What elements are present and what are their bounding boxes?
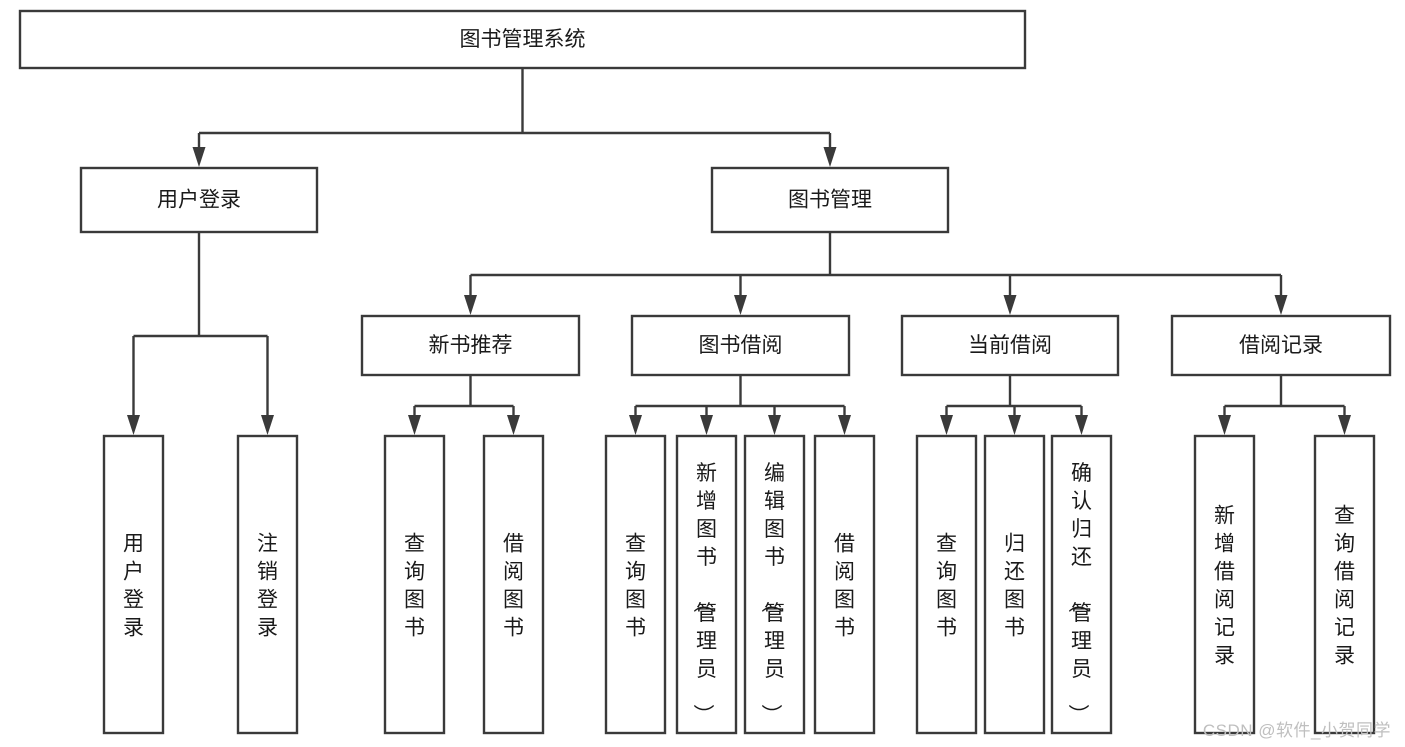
- node-box[interactable]: [813, 434, 876, 735]
- node-label: 当前借阅: [968, 334, 1052, 357]
- node-box[interactable]: [18, 9, 1027, 70]
- node-label: 归还图书: [1004, 532, 1025, 639]
- node-box[interactable]: [675, 434, 738, 735]
- node-label: 查询图书: [625, 532, 646, 639]
- node-leaf-edit-book[interactable]: 编辑图书（管理员）: [743, 434, 806, 735]
- node-box[interactable]: [630, 314, 851, 377]
- node-box[interactable]: [710, 166, 950, 234]
- nodes-layer: 图书管理系统用户登录图书管理新书推荐图书借阅当前借阅借阅记录用户登录注销登录查询…: [18, 9, 1392, 735]
- node-leaf-borrow-book-1[interactable]: 借阅图书: [482, 434, 545, 735]
- node-label: 查询图书: [936, 532, 957, 639]
- node-leaf-confirm-return[interactable]: 确认归还（管理员）: [1050, 434, 1113, 735]
- arrow-head-icon: [261, 415, 274, 435]
- node-label: 借阅记录: [1239, 334, 1323, 357]
- node-label: 借阅图书: [834, 532, 855, 639]
- node-leaf-return-book[interactable]: 归还图书: [983, 434, 1046, 735]
- arrow-head-icon: [629, 415, 642, 435]
- arrow-head-icon: [1008, 415, 1021, 435]
- node-box[interactable]: [1050, 434, 1113, 735]
- node-leaf-user-login[interactable]: 用户登录: [102, 434, 165, 735]
- node-box[interactable]: [482, 434, 545, 735]
- arrow-head-icon: [940, 415, 953, 435]
- arrow-head-icon: [1003, 295, 1017, 315]
- node-leaf-query-book-1[interactable]: 查询图书: [383, 434, 446, 735]
- node-label: 图书管理: [788, 189, 872, 212]
- node-current-borrow[interactable]: 当前借阅: [900, 314, 1120, 377]
- node-label: 借阅图书: [503, 532, 524, 639]
- node-box[interactable]: [743, 434, 806, 735]
- node-leaf-logout[interactable]: 注销登录: [236, 434, 299, 735]
- arrow-head-icon: [734, 295, 747, 315]
- arrow-head-icon: [1075, 415, 1088, 435]
- node-root[interactable]: 图书管理系统: [18, 9, 1027, 70]
- node-box[interactable]: [1193, 434, 1256, 735]
- arrow-head-icon: [464, 295, 477, 315]
- node-book-borrow[interactable]: 图书借阅: [630, 314, 851, 377]
- arrow-head-icon: [838, 415, 851, 435]
- node-box[interactable]: [915, 434, 978, 735]
- arrow-head-icon: [507, 415, 520, 435]
- node-box[interactable]: [900, 314, 1120, 377]
- node-box[interactable]: [604, 434, 667, 735]
- arrow-head-icon: [1274, 295, 1288, 315]
- edges-layer: [127, 68, 1351, 435]
- node-label: 新增借阅记录: [1214, 504, 1235, 667]
- node-label: 查询图书: [404, 532, 425, 639]
- node-new-book-recommend[interactable]: 新书推荐: [360, 314, 581, 377]
- node-leaf-borrow-book-2[interactable]: 借阅图书: [813, 434, 876, 735]
- node-label: 确认归还（管理员）: [1066, 462, 1092, 725]
- node-box[interactable]: [360, 314, 581, 377]
- node-book-manage[interactable]: 图书管理: [710, 166, 950, 234]
- arrow-head-icon: [127, 415, 140, 435]
- node-label: 用户登录: [157, 189, 241, 212]
- node-label: 注销登录: [257, 532, 278, 639]
- node-label: 新增图书（管理员）: [691, 462, 717, 725]
- node-label: 图书管理系统: [460, 28, 586, 51]
- node-leaf-query-book-3[interactable]: 查询图书: [915, 434, 978, 735]
- node-box[interactable]: [1170, 314, 1392, 377]
- arrow-head-icon: [408, 415, 421, 435]
- node-label: 新书推荐: [429, 334, 513, 357]
- arrow-head-icon: [823, 147, 837, 167]
- node-leaf-add-book[interactable]: 新增图书（管理员）: [675, 434, 738, 735]
- node-label: 查询借阅记录: [1334, 504, 1355, 667]
- arrow-head-icon: [768, 415, 781, 435]
- arrow-head-icon: [1338, 415, 1351, 435]
- node-box[interactable]: [236, 434, 299, 735]
- node-label: 图书借阅: [699, 334, 783, 357]
- node-box[interactable]: [983, 434, 1046, 735]
- node-box[interactable]: [102, 434, 165, 735]
- node-box[interactable]: [79, 166, 319, 234]
- node-box[interactable]: [383, 434, 446, 735]
- node-borrow-record[interactable]: 借阅记录: [1170, 314, 1392, 377]
- node-user-login[interactable]: 用户登录: [79, 166, 319, 234]
- node-leaf-query-record[interactable]: 查询借阅记录: [1313, 434, 1376, 735]
- node-leaf-add-record[interactable]: 新增借阅记录: [1193, 434, 1256, 735]
- arrow-head-icon: [700, 415, 713, 435]
- node-leaf-query-book-2[interactable]: 查询图书: [604, 434, 667, 735]
- node-label: 编辑图书（管理员）: [759, 462, 785, 725]
- node-label: 用户登录: [123, 532, 144, 639]
- arrow-head-icon: [1218, 415, 1231, 435]
- arrow-head-icon: [192, 147, 206, 167]
- node-box[interactable]: [1313, 434, 1376, 735]
